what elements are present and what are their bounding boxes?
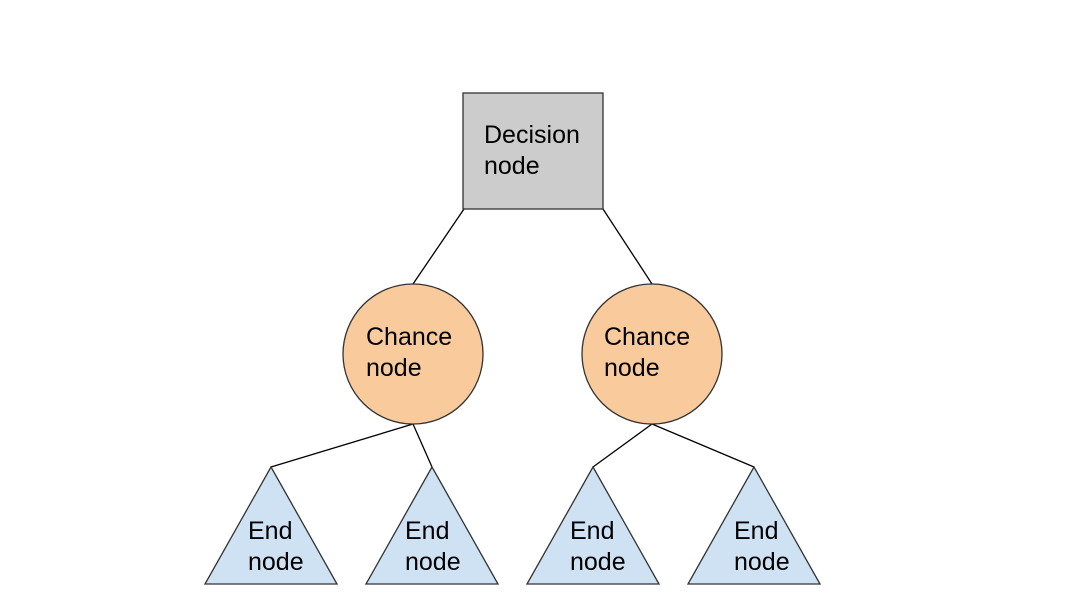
- edge-chance-left-to-end-2: [412, 423, 433, 468]
- chance-node-left: Chance node: [342, 283, 484, 425]
- chance-node-left-circle: [342, 283, 484, 425]
- end-node-1: End node: [203, 465, 339, 585]
- end-node-2-label-line1: End: [405, 517, 449, 545]
- end-node-3: End node: [525, 465, 661, 585]
- edge-decision-to-chance-left: [412, 208, 465, 285]
- decision-node-label-line2: node: [484, 152, 540, 180]
- end-node-2-triangle: [364, 465, 500, 585]
- chance-node-left-label-line2: node: [366, 354, 422, 382]
- chance-node-right: Chance node: [581, 283, 723, 425]
- end-node-2: End node: [364, 465, 500, 585]
- end-node-3-label-line1: End: [570, 517, 614, 545]
- end-node-3-triangle: [525, 465, 661, 585]
- edges: [270, 208, 755, 468]
- end-node-4-label-line2: node: [734, 548, 790, 576]
- chance-node-right-label-line1: Chance: [604, 323, 690, 351]
- chance-node-left-label-line1: Chance: [366, 323, 452, 351]
- end-node-1-label-line1: End: [248, 517, 292, 545]
- end-node-2-label-line2: node: [405, 548, 461, 576]
- end-node-1-label-line2: node: [248, 548, 304, 576]
- end-node-1-triangle: [203, 465, 339, 585]
- decision-node-label-line1: Decision: [484, 121, 580, 149]
- end-node-4-triangle: [686, 465, 822, 585]
- chance-node-right-label-line2: node: [604, 354, 660, 382]
- edge-chance-left-to-end-1: [270, 423, 414, 468]
- decision-node-box: [462, 92, 604, 210]
- edge-chance-right-to-end-3: [592, 423, 653, 468]
- end-node-4: End node: [686, 465, 822, 585]
- edge-chance-right-to-end-4: [651, 423, 755, 468]
- chance-node-right-circle: [581, 283, 723, 425]
- end-node-4-label-line1: End: [734, 517, 778, 545]
- edge-decision-to-chance-right: [602, 208, 653, 285]
- end-node-3-label-line2: node: [570, 548, 626, 576]
- decision-node: Decision node: [462, 92, 604, 210]
